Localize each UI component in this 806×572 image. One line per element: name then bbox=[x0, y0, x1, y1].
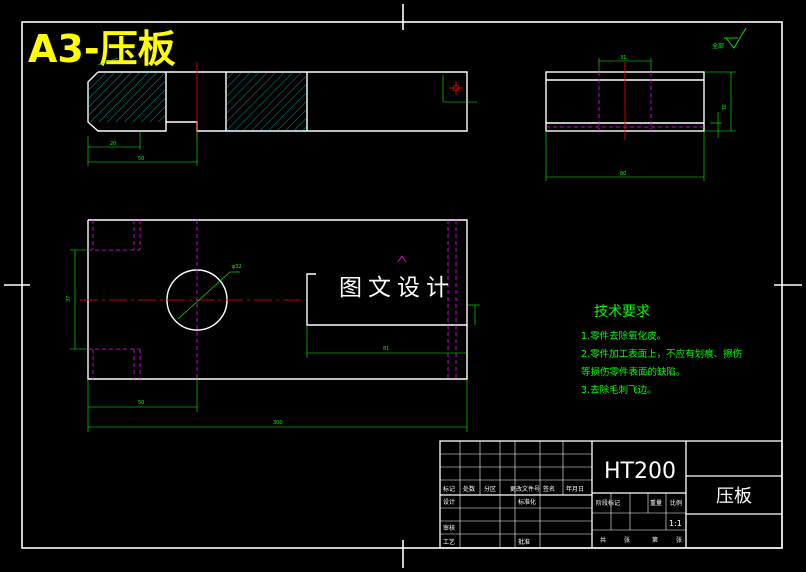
tech-item-4: 3.去除毛刺飞边。 bbox=[581, 384, 657, 396]
view-arrow-marker bbox=[397, 255, 407, 263]
top-view: φ32 37 50 300 81 bbox=[66, 219, 480, 432]
tb-weight: 重量 bbox=[650, 499, 662, 507]
sheet-frame bbox=[4, 4, 802, 568]
dim-side-height: 31 bbox=[720, 104, 726, 110]
tb-standardize: 标准化 bbox=[518, 498, 536, 506]
tb-change-doc: 更改文件号 bbox=[510, 485, 540, 493]
tb-date: 年月日 bbox=[566, 485, 584, 493]
tb-approve: 批准 bbox=[518, 538, 530, 546]
dim-top-50: 50 bbox=[138, 400, 144, 406]
tb-of: 第 bbox=[652, 536, 658, 544]
tech-item-1: 1.零件去除氧化皮。 bbox=[581, 330, 666, 342]
front-hole-marker bbox=[449, 81, 463, 95]
tb-ratio: 比例 bbox=[670, 499, 682, 507]
title-block: HT200 压板 1:1 标记 处数 分区 更改文件号 签名 年月日 设计 标准… bbox=[439, 440, 783, 549]
tb-stage-mark: 阶段标记 bbox=[596, 499, 620, 507]
tb-process: 工艺 bbox=[443, 538, 455, 546]
part-name: 压板 bbox=[716, 486, 752, 507]
tb-sheet-1: 张 bbox=[624, 536, 630, 544]
tech-item-2: 2.零件加工表面上，不应有划痕、擦伤 bbox=[581, 348, 742, 360]
section-hatch-right bbox=[226, 72, 307, 131]
surface-note: 全部 bbox=[712, 42, 724, 50]
material-label: HT200 bbox=[604, 459, 676, 484]
tb-signature: 签名 bbox=[543, 485, 555, 493]
dim-front-50: 50 bbox=[138, 156, 144, 162]
tb-count: 处数 bbox=[463, 485, 475, 493]
dim-top-height: 37 bbox=[66, 296, 72, 302]
watermark-text: 图文设计 bbox=[339, 275, 455, 301]
dim-top-length: 300 bbox=[273, 420, 283, 426]
tech-item-3: 等损伤零件表面的缺陷。 bbox=[581, 366, 686, 378]
sheet-title: A3-压板 bbox=[28, 27, 176, 71]
section-hatch-left bbox=[88, 72, 166, 122]
scale-value: 1:1 bbox=[669, 519, 682, 528]
tech-heading: 技术要求 bbox=[594, 304, 650, 320]
tb-total: 共 bbox=[600, 536, 606, 544]
tech-requirements: 技术要求 1.零件去除氧化皮。 2.零件加工表面上，不应有划痕、擦伤 等损伤零件… bbox=[581, 304, 742, 396]
tb-zone: 分区 bbox=[484, 485, 496, 493]
dim-side-width: 80 bbox=[620, 171, 626, 177]
front-view: 20 50 bbox=[87, 57, 477, 166]
dim-side-top: 31 bbox=[620, 55, 626, 61]
tb-sheet-2: 张 bbox=[676, 536, 682, 544]
tb-design: 设计 bbox=[443, 498, 455, 506]
side-view: 31 80 31 bbox=[545, 55, 736, 181]
dim-top-slot: 81 bbox=[383, 346, 389, 352]
dim-hole: φ32 bbox=[232, 264, 242, 270]
tb-check: 审核 bbox=[443, 524, 455, 532]
surface-roughness-symbol: 全部 bbox=[712, 27, 747, 50]
dim-front-20: 20 bbox=[110, 141, 116, 147]
tb-mark: 标记 bbox=[443, 485, 455, 493]
